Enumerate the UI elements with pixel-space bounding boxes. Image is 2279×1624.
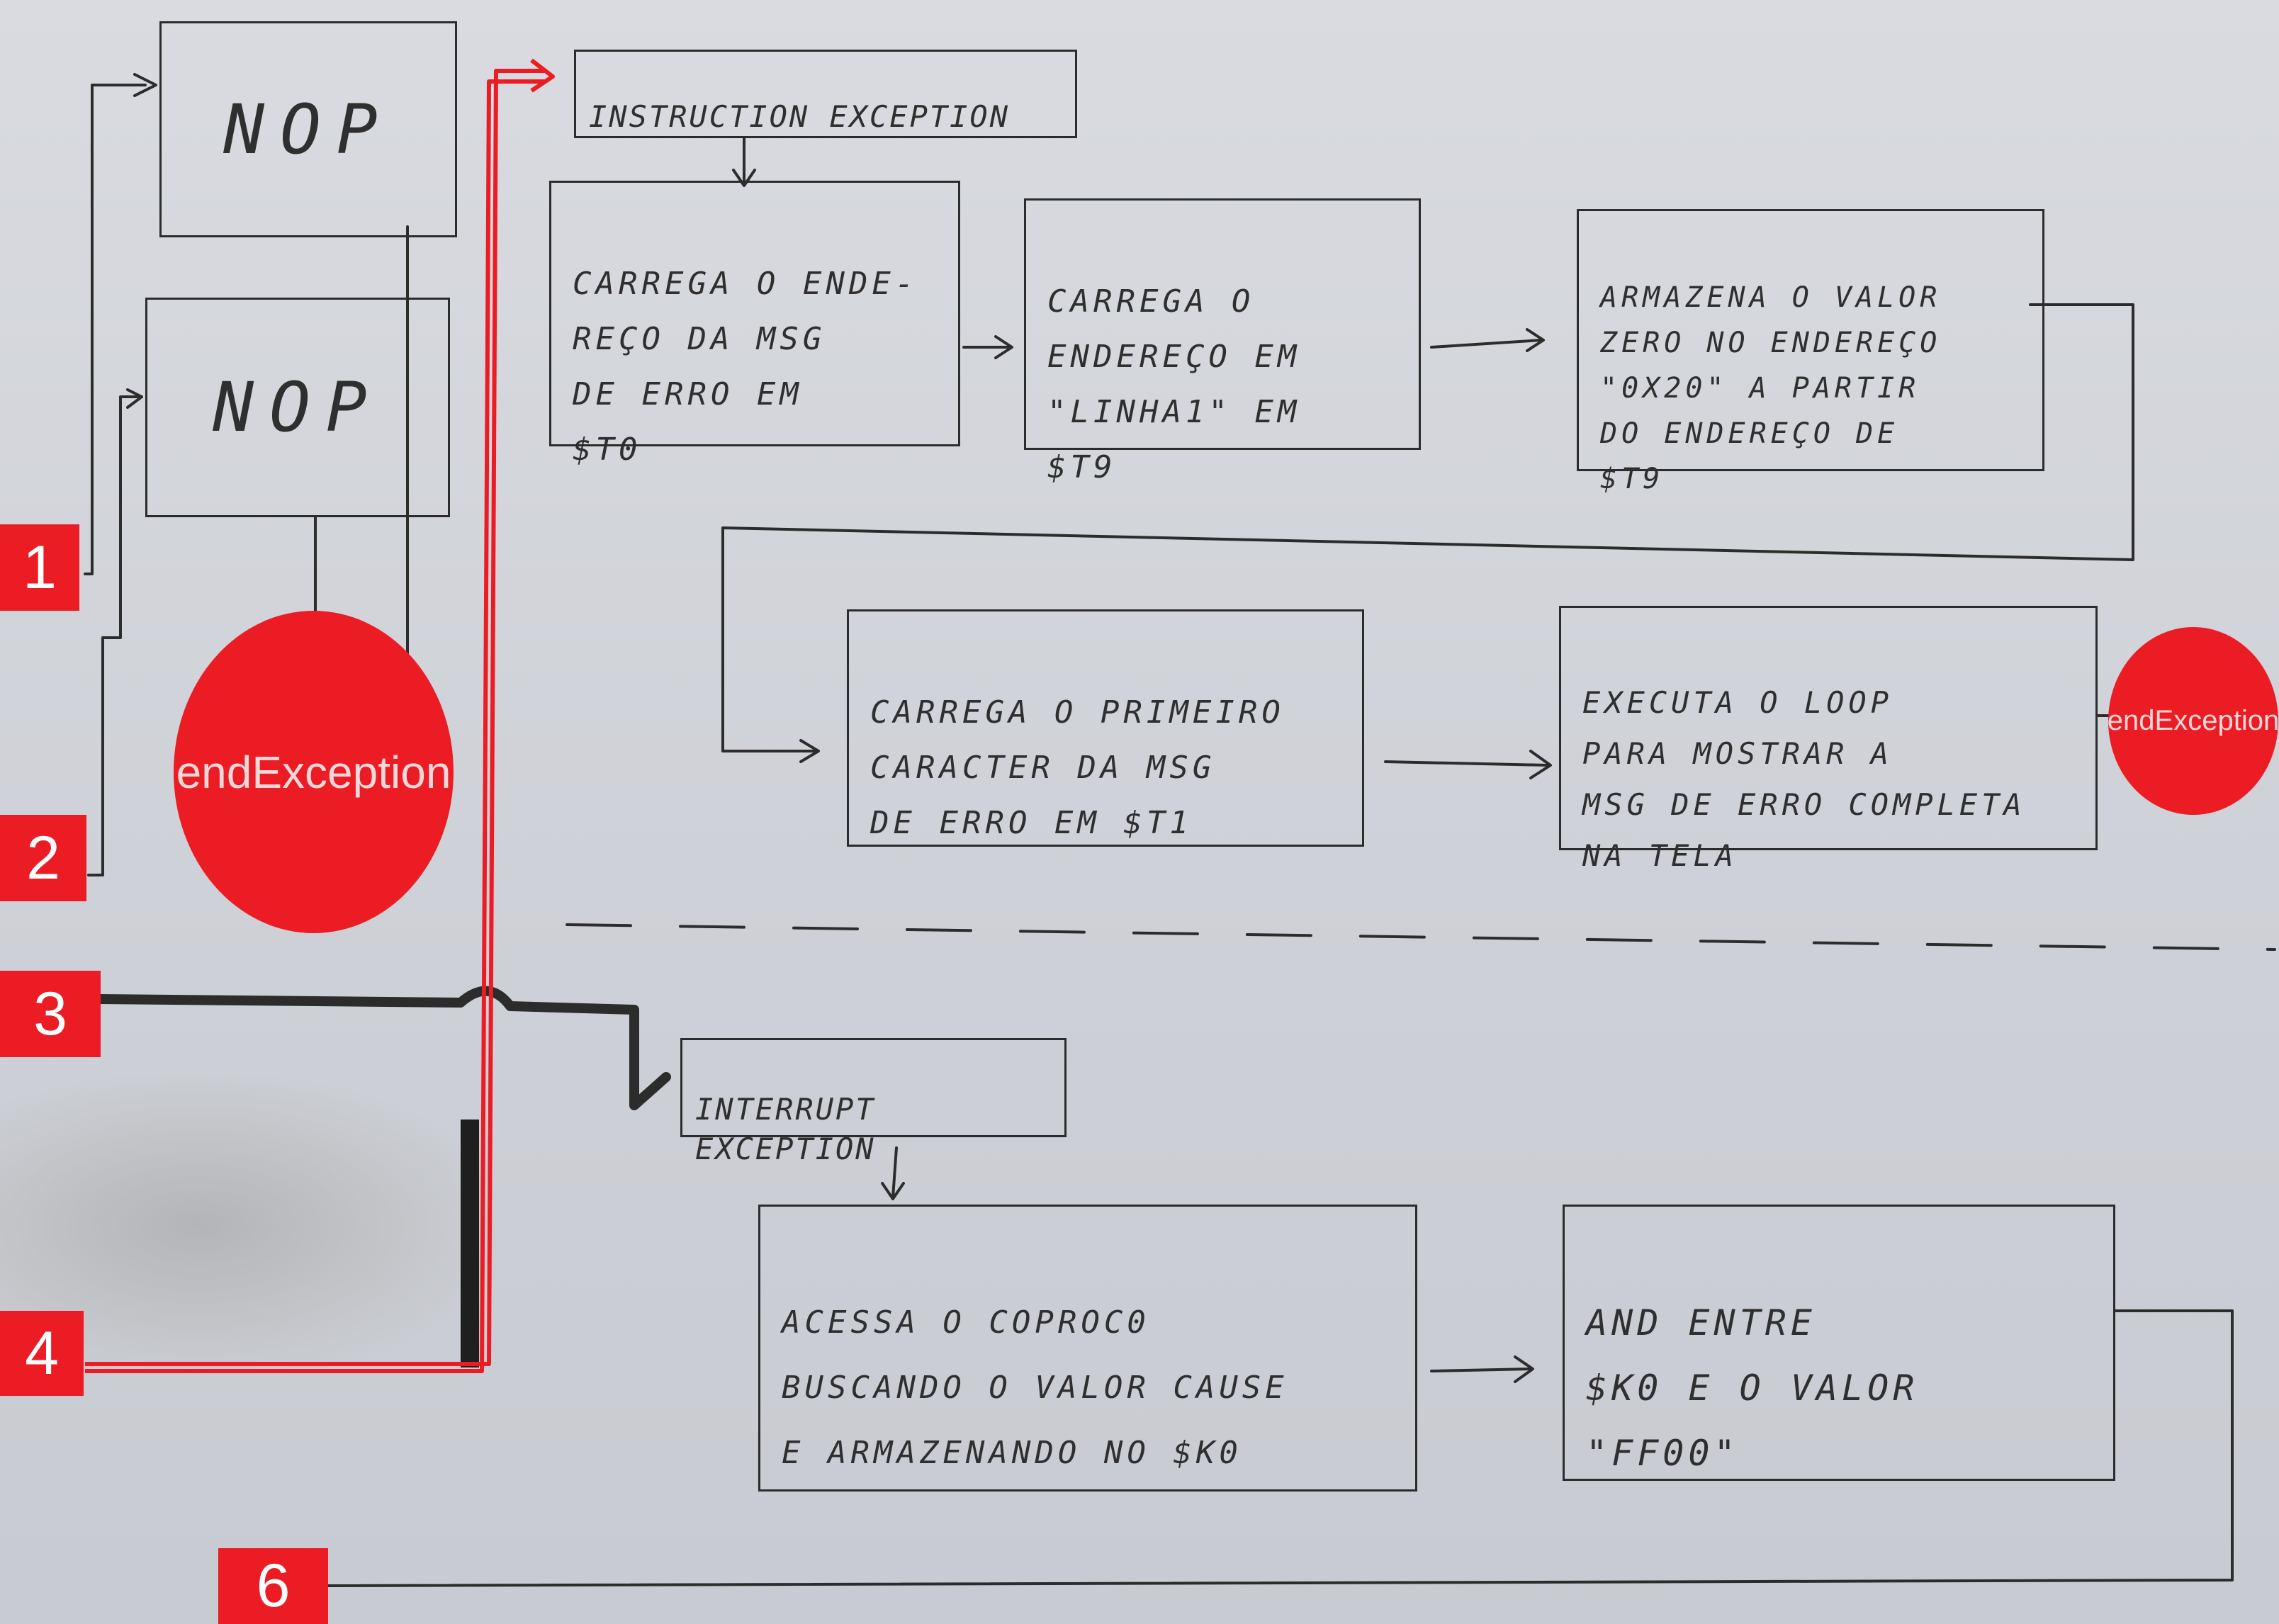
wire-6 (325, 1309, 2234, 1587)
arrow-r3 (1430, 1368, 1532, 1372)
end-exception-right-label: endException (2107, 705, 2279, 736)
arrowhead-instr-down (732, 169, 756, 187)
tag-4: 4 (0, 1311, 84, 1396)
acessa-coproc-box: ACESSA O COPROC0 BUSCANDO O VALOR CAUSE … (758, 1205, 1417, 1492)
carrega-linha1-box: CARREGA O ENDEREÇO EM "LINHA1" EM $t9 (1024, 198, 1421, 485)
wire-2-to-nop-bottom (87, 395, 143, 876)
carrega-linha1-label: CARREGA O ENDEREÇO EM "LINHA1" EM $t9 (1047, 283, 1301, 485)
carrega-msg-label: CARREGA O ENDE- REÇO DA MSG DE ERRO EM $… (573, 266, 918, 468)
red-wire-4 (85, 69, 546, 1366)
carrega-msg-box: CARREGA O ENDE- REÇO DA MSG DE ERRO EM $… (549, 181, 960, 468)
acessa-coproc-label: ACESSA O COPROC0 BUSCANDO O VALOR CAUSE … (782, 1304, 1288, 1471)
end-exception-right: endException (2107, 627, 2279, 815)
red-arrowhead (530, 58, 555, 93)
instruction-exception-box: INSTRUCTION EXCEPTION (574, 50, 1077, 138)
tag-1: 1 (0, 524, 79, 611)
tag-4-label: 4 (25, 1319, 59, 1387)
arrowhead-interrupt-down (881, 1182, 905, 1200)
nop-top-label: NOP (223, 89, 393, 169)
end-exception-left-label: endException (176, 746, 451, 798)
carrega-primeiro-box: CARREGA O PRIMEIRO CARACTER DA MSG DE ER… (847, 609, 1364, 847)
tag-2-label: 2 (26, 823, 60, 892)
tag-6-label: 6 (256, 1552, 291, 1620)
arrowhead-loop (799, 739, 820, 763)
tag-3: 3 (0, 971, 101, 1057)
tag-2: 2 (0, 815, 86, 901)
dashed-separator (565, 923, 2276, 951)
executa-loop-label: EXECUTA O LOOP PARA MOSTRAR A MSG DE ERR… (1582, 685, 2026, 873)
arrowhead-r2 (1529, 750, 1552, 779)
dark-vertical-bar (461, 1120, 479, 1368)
arrow-r1-2 (1430, 339, 1543, 349)
tag-6: 6 (218, 1548, 328, 1624)
arrowhead-nop-bottom (126, 388, 143, 409)
tag-1-label: 1 (23, 533, 57, 602)
carrega-primeiro-label: CARREGA O PRIMEIRO CARACTER DA MSG DE ER… (870, 694, 1285, 841)
red-wire-4-inner (85, 79, 546, 1373)
interrupt-exception-box: INTERRUPT EXCEPTION (680, 1038, 1067, 1166)
nop-box-bottom: NOP (145, 298, 450, 517)
wire-interrupt-down (891, 1146, 898, 1199)
instruction-exception-label: INSTRUCTION EXCEPTION (589, 99, 1011, 134)
armazena-zero-box: ARMAZENA O VALOR ZERO NO ENDEREÇO "0X20"… (1577, 209, 2044, 495)
arrow-r2 (1384, 760, 1550, 767)
end-exception-left: endException (174, 611, 454, 933)
arrowhead-r1-2 (1526, 328, 1545, 352)
and-entre-label: AND ENTRE $K0 E O VALOR "FF00" (1586, 1302, 1919, 1474)
and-entre-box: AND ENTRE $K0 E O VALOR "FF00" (1563, 1205, 2115, 1481)
arrowhead-nop-top (133, 73, 157, 97)
arrowhead-r1-1 (994, 335, 1013, 359)
arrowhead-r3 (1514, 1355, 1534, 1383)
executa-loop-box: EXECUTA O LOOP PARA MOSTRAR A MSG DE ERR… (1559, 606, 2098, 873)
nop-bottom-label: NOP (213, 368, 383, 447)
wire-3 (94, 986, 671, 1110)
wire-1-to-nop-top (84, 84, 147, 575)
armazena-zero-label: ARMAZENA O VALOR ZERO NO ENDEREÇO "0X20"… (1600, 281, 1942, 495)
interrupt-exception-label: INTERRUPT EXCEPTION (695, 1092, 876, 1166)
nop-box-top: NOP (159, 21, 457, 237)
wire-loop (721, 303, 2134, 752)
tag-3-label: 3 (33, 979, 67, 1048)
